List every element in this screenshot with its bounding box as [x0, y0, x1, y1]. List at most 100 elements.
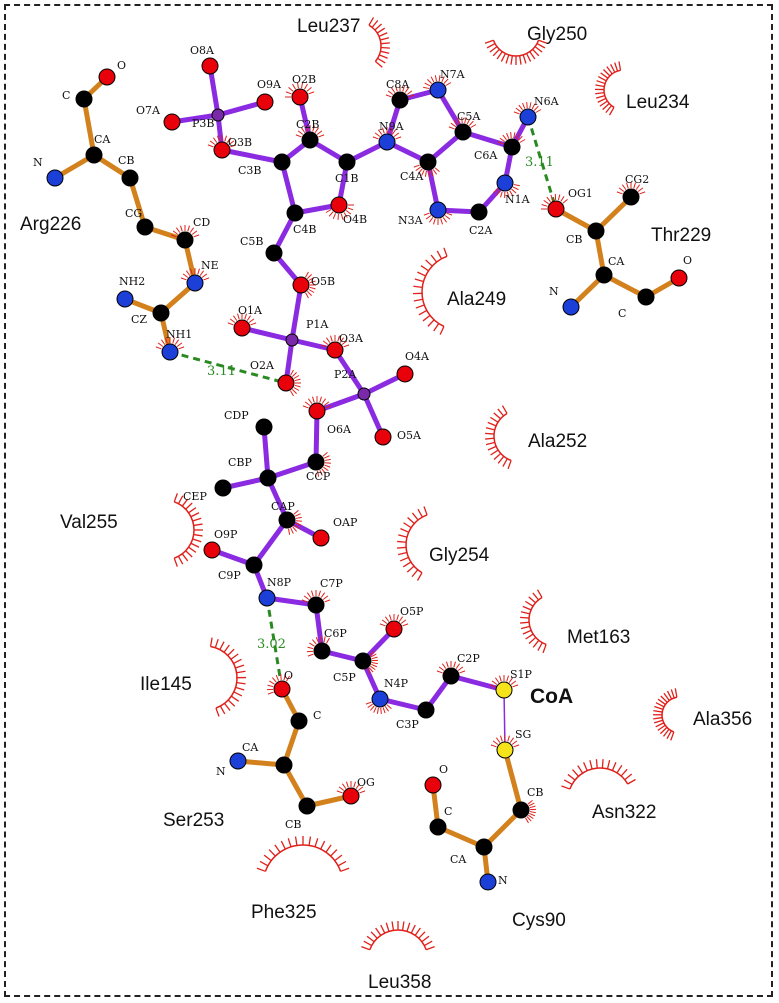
atom-label: N8P — [267, 576, 292, 589]
ligand-atom — [214, 479, 232, 497]
contact-arc-tick — [366, 935, 375, 943]
contact-arc-tick — [670, 689, 675, 699]
residue-atom — [475, 838, 493, 856]
contact-atom-tick — [466, 118, 471, 125]
contact-arc — [368, 24, 382, 62]
contact-arc-tick — [214, 638, 219, 648]
contact-arc-tick — [361, 946, 371, 951]
ligand-atom — [519, 108, 537, 126]
contact-atom-tick — [353, 781, 356, 788]
contact-arc-tick — [236, 681, 246, 685]
contact-atom-tick — [224, 135, 227, 142]
residue-bond — [81, 96, 97, 158]
contact-arc-tick — [425, 259, 433, 267]
contact-arc-tick — [620, 768, 628, 777]
contact-atom-tick — [190, 268, 193, 275]
hbond-distance-label: 3.02 — [257, 637, 286, 652]
ligand-atom — [213, 141, 231, 159]
contact-atom-tick — [322, 595, 329, 600]
contact-arc-tick — [423, 506, 428, 516]
contact-arc-tick — [377, 57, 386, 64]
contact-atom-tick — [275, 674, 280, 681]
ligand-atom — [211, 108, 225, 122]
contact-atom-tick — [209, 140, 216, 145]
contact-arc-tick — [294, 836, 298, 846]
hydrophobic-residue-label: Gly250 — [527, 24, 587, 45]
ligand-atom — [357, 387, 371, 401]
atom-label: C2P — [457, 652, 480, 665]
contact-arc-tick — [219, 641, 225, 650]
contact-arc-tick — [370, 931, 378, 939]
residue-atom — [512, 801, 530, 819]
contact-arc-tick — [227, 699, 236, 707]
contact-atom-tick — [324, 464, 331, 468]
residue-atom — [116, 290, 134, 308]
contact-arc-tick — [287, 838, 292, 848]
contact-arc-tick — [274, 844, 281, 853]
atom-label: N — [498, 874, 508, 887]
ligand-atom — [291, 88, 309, 106]
contact-atom-tick — [513, 184, 520, 187]
contact-atom-tick — [365, 701, 372, 705]
contact-arc-tick — [334, 854, 343, 862]
contact-atom-tick — [343, 344, 350, 348]
contact-atom-tick — [436, 670, 443, 674]
ligand-name: CoA — [530, 685, 573, 708]
contact-atom-tick — [269, 680, 275, 685]
ligand-atom — [307, 453, 325, 471]
contact-arc-tick — [380, 50, 390, 54]
contact-arc-tick — [375, 927, 382, 936]
contact-atom-tick — [230, 144, 237, 148]
ligand-atom — [313, 642, 331, 660]
residue-atom — [75, 90, 93, 108]
contact-atom-tick — [226, 137, 232, 143]
contact-atom-tick — [384, 706, 390, 712]
contact-atom-tick — [197, 268, 200, 275]
ligand-atom — [371, 690, 389, 708]
contact-arc-tick — [181, 553, 189, 562]
contact-arc-tick — [616, 764, 623, 774]
contact-atom-tick — [191, 230, 198, 235]
contact-arc-tick — [493, 452, 502, 460]
contact-atom-tick — [248, 318, 255, 323]
contact-arc-tick — [497, 455, 505, 464]
atom-label: O — [284, 669, 293, 682]
residue-atom — [424, 776, 442, 794]
atom-label: CEP — [183, 490, 207, 503]
contact-arc-tick — [416, 572, 423, 581]
contact-atom-tick — [229, 318, 236, 323]
contact-arc-tick — [385, 922, 390, 932]
atom-label: CA — [94, 133, 111, 146]
contact-arc-tick — [596, 80, 606, 85]
contact-atom-tick — [294, 378, 301, 382]
contact-arc-tick — [190, 512, 200, 518]
contact-arc-tick — [532, 639, 540, 648]
atom-label: O1A — [238, 304, 263, 317]
contact-arc — [569, 767, 629, 790]
contact-arc — [661, 696, 678, 733]
ligand-atom — [326, 341, 344, 359]
contact-atom-tick — [370, 665, 376, 671]
hbond-distance-label: 3.11 — [525, 155, 554, 170]
contact-atom-tick — [529, 811, 536, 814]
contact-atom-tick — [511, 188, 517, 194]
contact-atom-tick — [324, 462, 331, 464]
contact-atom-tick — [515, 107, 522, 113]
contact-atom-tick — [512, 684, 519, 688]
contact-atom-tick — [443, 78, 449, 84]
contact-arc-tick — [501, 405, 508, 414]
contact-atom-tick — [189, 227, 195, 233]
atom-label: C7P — [320, 577, 343, 590]
residue-atom — [152, 304, 170, 322]
contact-atom-tick — [639, 191, 646, 195]
contact-arc-tick — [280, 840, 286, 850]
residue-atom — [587, 222, 605, 240]
contact-atom-tick — [321, 398, 327, 404]
contact-arc-tick — [443, 247, 448, 257]
hydrophobic-contact-val255 — [173, 493, 203, 567]
residue-atom — [670, 269, 688, 287]
contact-atom-tick — [340, 213, 344, 220]
ligand-atom — [233, 319, 251, 337]
hydrophobic-residue-label: Met163 — [567, 627, 630, 648]
